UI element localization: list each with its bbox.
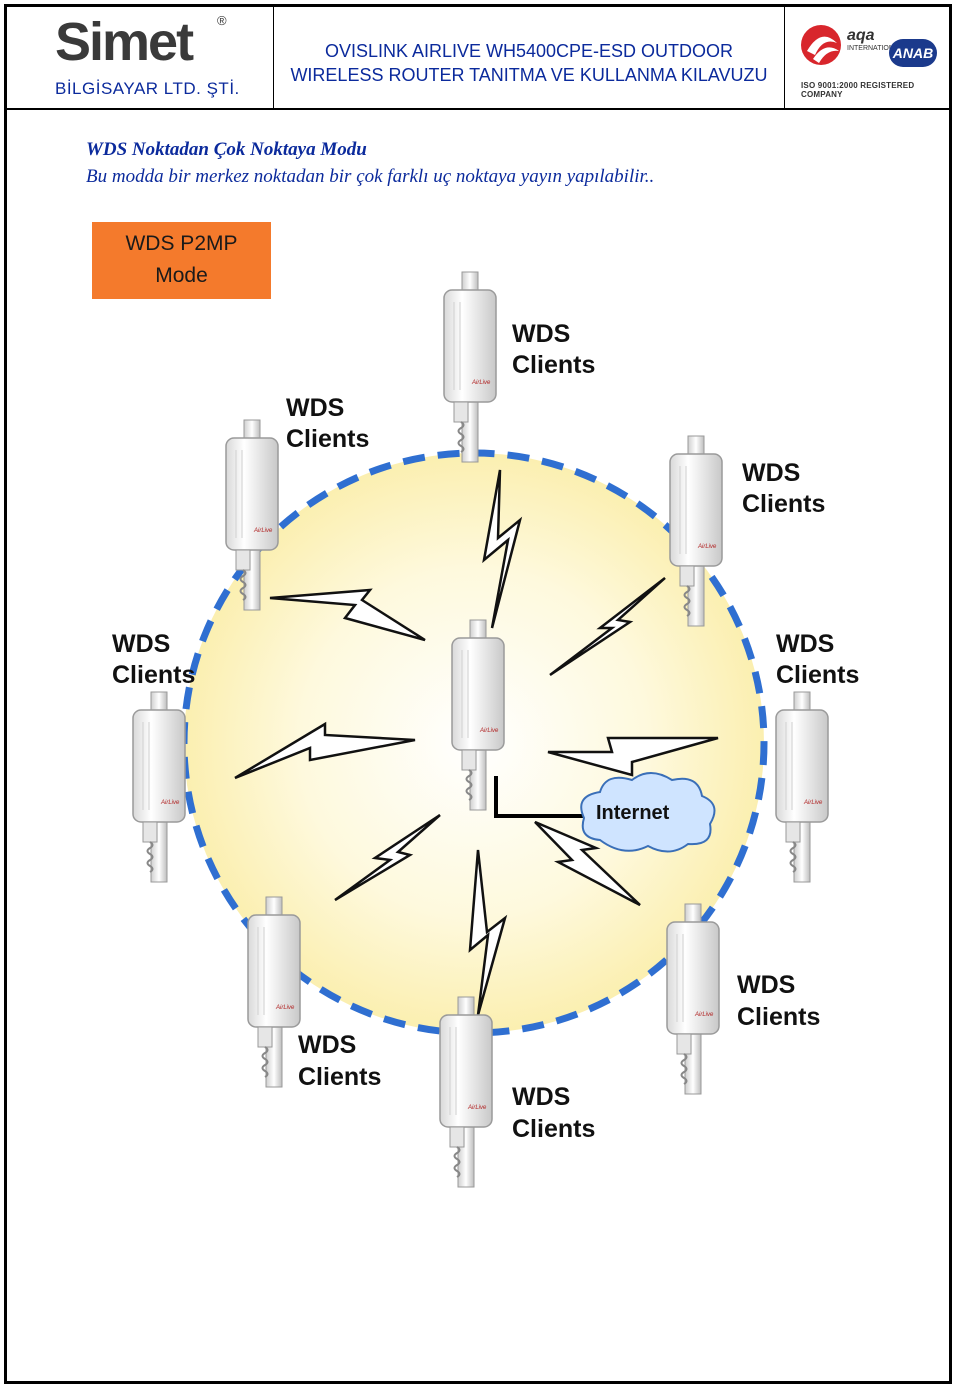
iso-registration: ISO 9001:2000 REGISTERED COMPANY: [801, 81, 915, 99]
aqa-subtext: INTERNATIONAL: [847, 45, 903, 52]
aqa-text: aqa: [847, 27, 875, 44]
page-frame: [4, 4, 952, 1384]
document-title: OVISLINK AIRLIVE WH5400CPE-ESD OUTDOOR W…: [274, 7, 785, 109]
registered-mark: ®: [217, 13, 227, 28]
title-line-2: WIRELESS ROUTER TANITMA VE KULLANMA KILA…: [290, 65, 768, 85]
mode-line-2: Mode: [155, 264, 208, 287]
section-heading: WDS Noktadan Çok Noktaya Modu: [86, 139, 367, 160]
mode-badge: WDS P2MP Mode: [92, 222, 271, 299]
title-line-1: OVISLINK AIRLIVE WH5400CPE-ESD OUTDOOR: [324, 41, 734, 61]
company-logo: Simet ® BİLGİSAYAR LTD. ŞTİ.: [7, 7, 274, 109]
brand-subtitle: BİLGİSAYAR LTD. ŞTİ.: [55, 79, 240, 98]
mode-line-1: WDS P2MP: [125, 232, 238, 255]
certification-logos: aqa INTERNATIONAL ANAB ISO 9001:2000 REG…: [785, 7, 949, 109]
brand-name: Simet: [55, 12, 194, 72]
header-divider: [7, 108, 949, 110]
page-header: Simet ® BİLGİSAYAR LTD. ŞTİ. OVISLINK AI…: [7, 7, 949, 109]
anab-badge: ANAB: [889, 39, 937, 67]
section-description: Bu modda bir merkez noktadan bir çok far…: [86, 166, 655, 187]
aqa-logo-icon: [801, 25, 841, 65]
